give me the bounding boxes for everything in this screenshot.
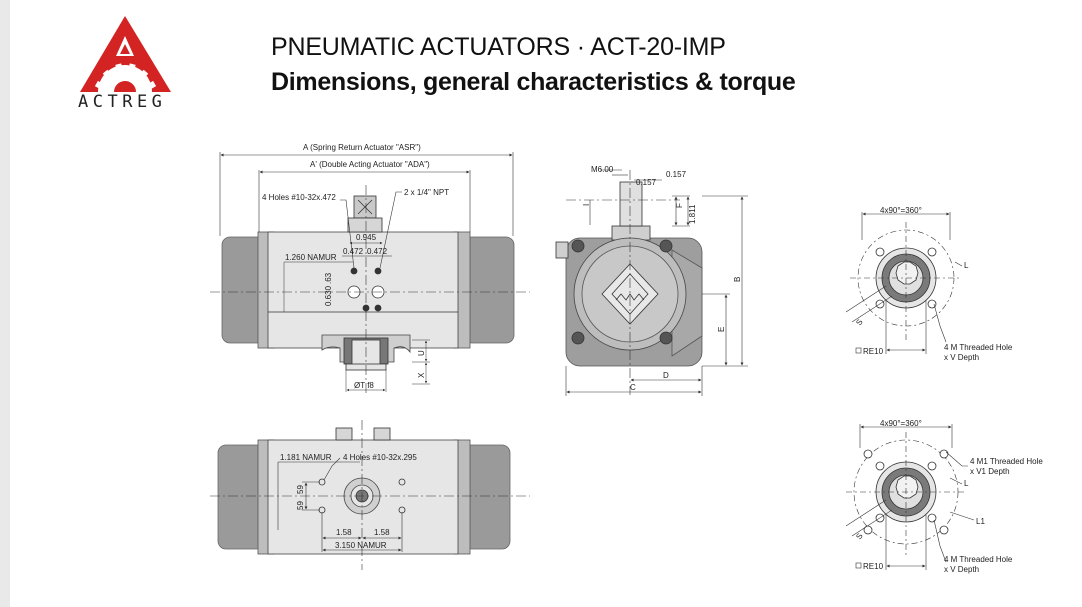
namur2-label: 3.150 NAMUR [335, 541, 387, 550]
flange-top-l: L [964, 261, 969, 270]
logo-gear [98, 65, 152, 92]
dim-0472-b: 0.472 [367, 247, 388, 256]
flange-top-labels: 4x90°=360° L S 4 M Threaded Hole x V Dep… [854, 206, 1013, 362]
dim-u: U [417, 350, 426, 356]
dim-59-a: 59 [296, 485, 305, 494]
flange-bottom-angle: 4x90°=360° [880, 419, 922, 428]
flange-bottom-depth1: x V1 Depth [970, 467, 1010, 476]
dim-158-b: 1.58 [374, 528, 390, 537]
dim-d: D [663, 371, 669, 380]
actreg-logo [80, 16, 171, 92]
flange-top-view [845, 212, 963, 354]
holes-label: 4 Holes #10-32x.472 [262, 193, 336, 202]
dim-0472-a: 0.472 [343, 247, 364, 256]
flange-top-re10: RE10 [863, 347, 884, 356]
side-view-labels: M6.00 0.157 0.157 F 1.811 I B E D C [582, 165, 742, 392]
dim-a-label: A (Spring Return Actuator "ASR") [303, 143, 421, 152]
flange-top-depth: x V Depth [944, 353, 979, 362]
namur-label-bottom: 1.181 NAMUR [280, 453, 332, 462]
flange-bottom-labels: 4x90°=360° 4 M1 Threaded Hole x V1 Depth… [854, 419, 1043, 574]
bottom-view [210, 420, 530, 570]
namur-label: 1.260 NAMUR [285, 253, 337, 262]
dim-m6: M6.00 [591, 165, 614, 174]
left-edge-strip [0, 0, 10, 607]
holes-label-bottom: 4 Holes #10-32x.295 [343, 453, 417, 462]
dim-1811: 1.811 [688, 204, 697, 224]
dim-x: X [417, 372, 426, 378]
page-subtitle: Dimensions, general characteristics & to… [271, 68, 796, 96]
flange-bottom-l1: L1 [976, 517, 985, 526]
flange-bottom-s: S [854, 532, 864, 542]
flange-top-s: S [854, 318, 864, 328]
front-view-labels: A (Spring Return Actuator "ASR") A' (Dou… [262, 143, 449, 390]
dim-f: F [675, 203, 684, 208]
dim-0157-a: 0.157 [636, 178, 657, 187]
dim-0157-b: 0.157 [666, 170, 687, 179]
flange-bottom-view [845, 424, 975, 570]
flange-top-thread: 4 M Threaded Hole [944, 343, 1013, 352]
dim-b: B [733, 277, 742, 282]
flange-bottom-re10: RE10 [863, 562, 884, 571]
flange-bottom-l: L [964, 479, 969, 488]
dim-63: .63 [324, 272, 333, 284]
dim-t: ØT f8 [354, 381, 374, 390]
dim-a-prime-label: A' (Double Acting Actuator "ADA") [310, 160, 430, 169]
dim-158-a: 1.58 [336, 528, 352, 537]
npt-label: 2 x 1/4" NPT [404, 188, 449, 197]
front-view [210, 152, 530, 395]
flange-bottom-depth: x V Depth [944, 565, 979, 574]
side-view [555, 169, 748, 396]
flange-bottom-thread1: 4 M1 Threaded Hole [970, 457, 1043, 466]
dim-c: C [630, 383, 636, 392]
dim-59-b: 59 [296, 501, 305, 510]
flange-top-angle: 4x90°=360° [880, 206, 922, 215]
dim-e: E [717, 327, 726, 332]
brand-name: ACTREG [78, 92, 167, 112]
page-title: PNEUMATIC ACTUATORS · ACT-20-IMP [271, 33, 726, 61]
dim-i: I [582, 204, 591, 206]
dim-0630: 0.630 [324, 285, 333, 306]
bottom-view-labels: 1.181 NAMUR 4 Holes #10-32x.295 59 59 1.… [280, 453, 417, 550]
flange-bottom-thread: 4 M Threaded Hole [944, 555, 1013, 564]
dim-0945: 0.945 [356, 233, 377, 242]
